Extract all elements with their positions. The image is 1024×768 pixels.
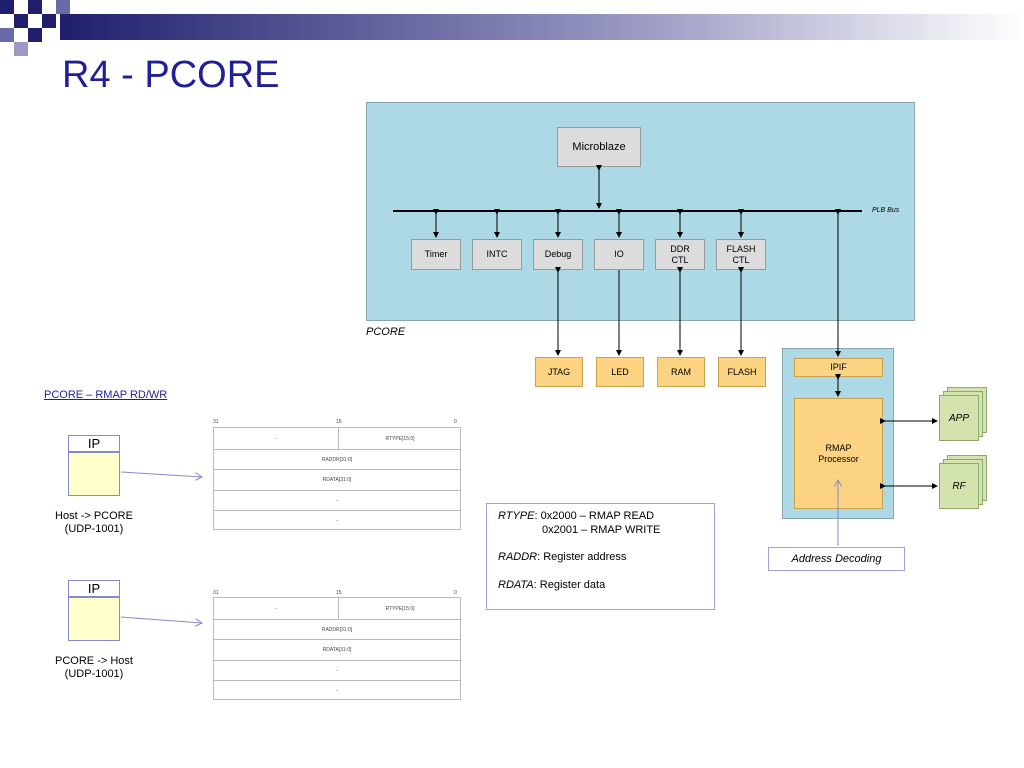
packet-2-row-empty-2: - <box>214 680 460 701</box>
packet-2-row-rtype-right: RTYPE[15:0] <box>385 605 415 612</box>
packet-1-row-rdata: RDATA[31:0] <box>214 469 460 490</box>
slide-title: R4 - PCORE <box>62 54 280 96</box>
legend-rtype-write: 0x2001 – RMAP WRITE <box>542 524 661 536</box>
legend-rdata-key: RDATA <box>498 579 534 591</box>
packet-2-row-rtype: - RTYPE[15:0] <box>214 598 460 619</box>
flash-box: FLASH <box>718 357 766 387</box>
rmap-section-heading: PCORE – RMAP RD/WR <box>44 389 168 401</box>
host-to-pcore-caption: Host -> PCORE (UDP-1001) <box>55 510 133 535</box>
packet-1-row-empty-2: - <box>214 510 460 531</box>
packet-2-row-empty-1: - <box>214 660 460 680</box>
ddr-ctl-module: DDR CTL <box>655 239 705 270</box>
packet-2-table: - RTYPE[15:0] RADDR[31:0] RDATA[31:0] - … <box>213 597 461 700</box>
app-box: APP <box>939 395 979 441</box>
packet-1-row-rtype: - RTYPE[15:0] <box>214 428 460 449</box>
packet-1-bit-0: 0 <box>454 419 457 425</box>
packet-2-bit-31: 31 <box>213 590 219 596</box>
ip-packet-arrow-1 <box>120 471 202 477</box>
legend-rtype-key: RTYPE <box>498 510 535 522</box>
pcore-to-host-caption: PCORE -> Host (UDP-1001) <box>55 655 133 680</box>
jtag-box: JTAG <box>535 357 583 387</box>
plb-bus-label: PLB Bus <box>872 207 900 214</box>
timer-module: Timer <box>411 239 461 270</box>
packet-2-row-rtype-left: - <box>214 598 339 619</box>
io-module: IO <box>594 239 644 270</box>
ip-block-2-body <box>68 597 120 641</box>
packet-1-row-rtype-right: RTYPE[15:0] <box>385 435 415 442</box>
packet-1-table: - RTYPE[15:0] RADDR[31:0] RDATA[31:0] - … <box>213 427 461 530</box>
legend-rtype-line: RTYPE: 0x2000 – RMAP READ <box>498 510 654 522</box>
legend-raddr-val: : Register address <box>537 551 627 563</box>
ip-block-1-body <box>68 452 120 496</box>
ram-box: RAM <box>657 357 705 387</box>
debug-module: Debug <box>533 239 583 270</box>
packet-1-bit-15: 15 <box>336 419 342 425</box>
legend-rdata-val: : Register data <box>533 579 606 591</box>
legend-rdata-line: RDATA: Register data <box>498 579 605 591</box>
packet-1-bit-31: 31 <box>213 419 219 425</box>
microblaze-box: Microblaze <box>557 127 641 167</box>
pcore-panel-label: PCORE <box>366 326 406 338</box>
legend-raddr-key: RADDR <box>498 551 538 563</box>
field-legend: RTYPE: 0x2000 – RMAP READ 0x2001 – RMAP … <box>486 503 715 610</box>
packet-1-row-empty-1: - <box>214 490 460 510</box>
address-decoding-box: Address Decoding <box>768 547 905 571</box>
flash-ctl-module: FLASH CTL <box>716 239 766 270</box>
packet-2-bit-15: 15 <box>336 590 342 596</box>
legend-rtype-read: : 0x2000 – RMAP READ <box>534 510 655 522</box>
packet-1-row-raddr: RADDR[31:0] <box>214 449 460 469</box>
ip-block-2-header: IP <box>68 580 120 597</box>
packet-2-bit-0: 0 <box>454 590 457 596</box>
packet-2-row-rdata: RDATA[31:0] <box>214 639 460 660</box>
led-box: LED <box>596 357 644 387</box>
packet-2-row-raddr: RADDR[31:0] <box>214 619 460 639</box>
packet-1-row-rtype-left: - <box>214 428 339 449</box>
rf-box: RF <box>939 463 979 509</box>
ip-block-1-header: IP <box>68 435 120 452</box>
header-decoration <box>0 0 1024 56</box>
ip-packet-arrow-2 <box>120 616 202 623</box>
intc-module: INTC <box>472 239 522 270</box>
legend-raddr-line: RADDR: Register address <box>498 551 626 563</box>
